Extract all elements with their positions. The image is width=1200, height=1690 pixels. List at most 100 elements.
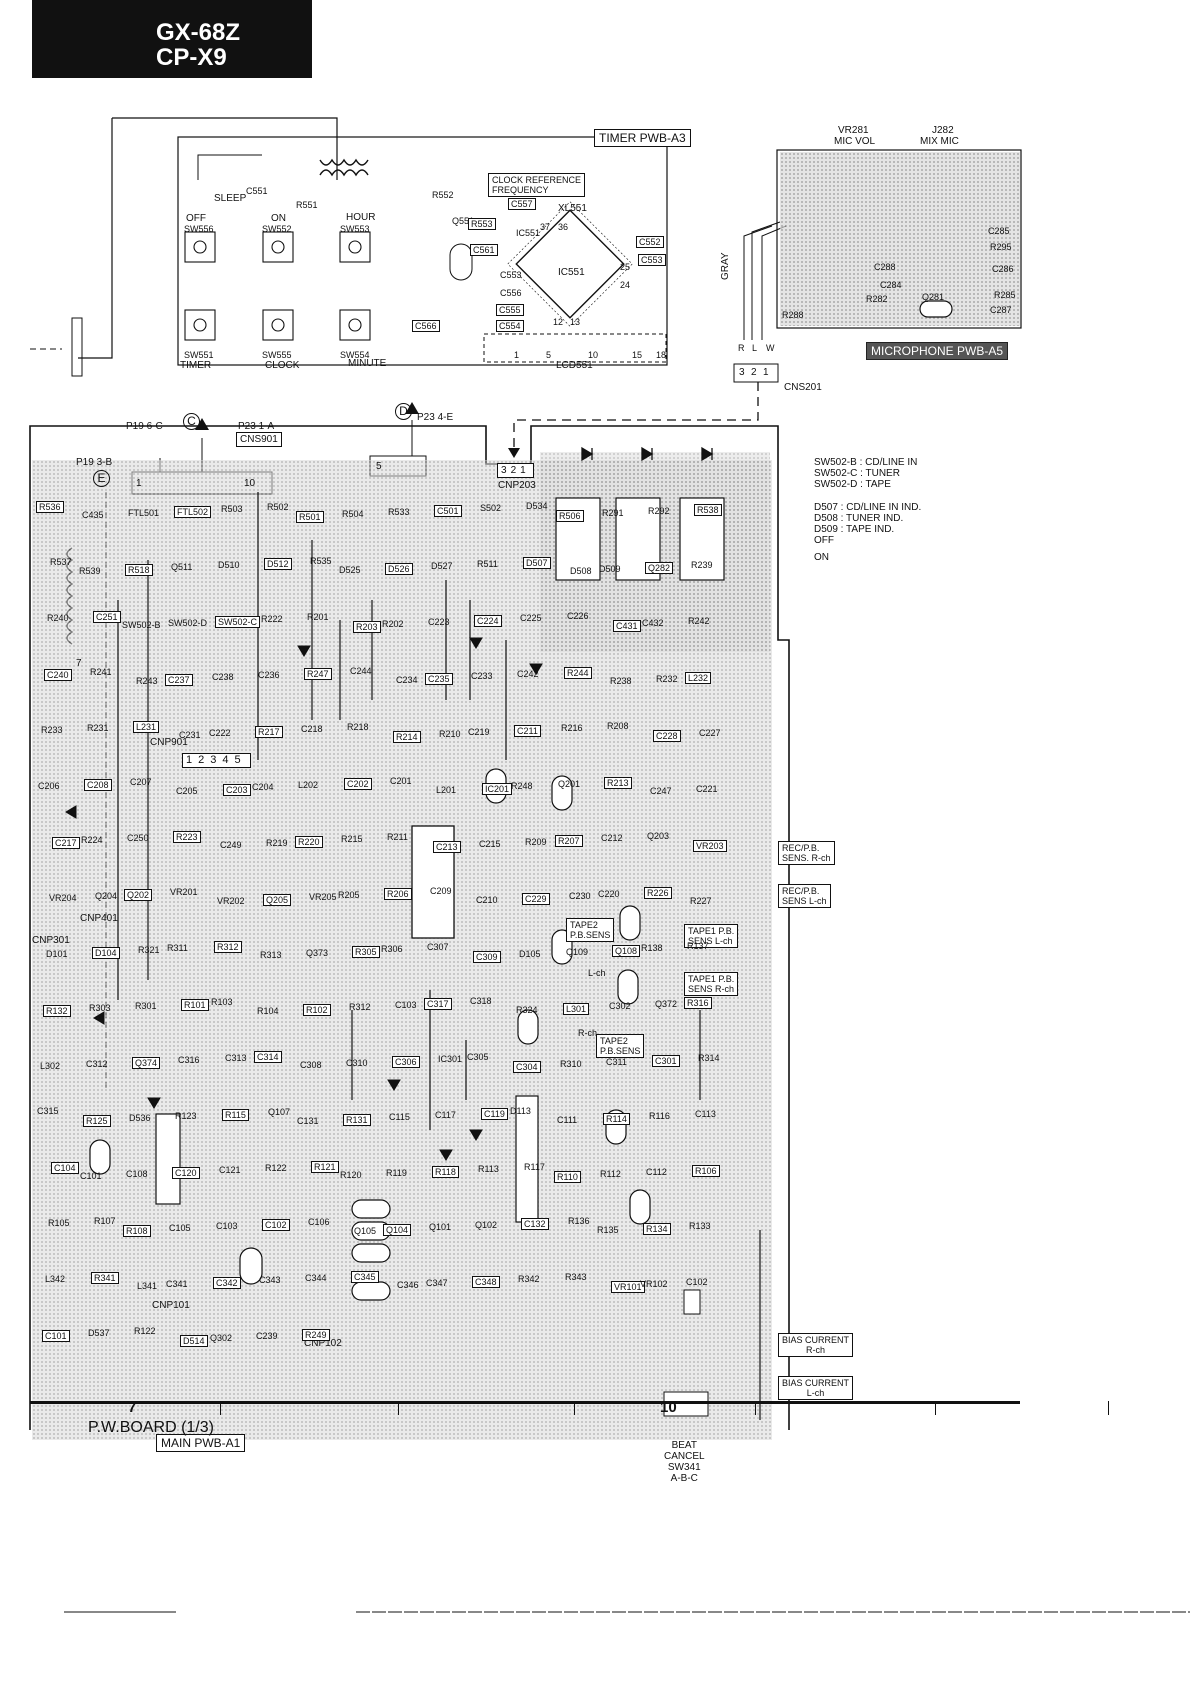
gray-wire-label: GRAY xyxy=(720,252,731,280)
arrow-c xyxy=(195,418,209,430)
component-label: R238 xyxy=(610,676,632,686)
footer-tick xyxy=(935,1401,936,1415)
component-label: IC301 xyxy=(438,1054,463,1064)
switch-label: SW552 xyxy=(262,224,292,234)
component-label: C306 xyxy=(392,1056,420,1068)
cns201-label: CNS201 xyxy=(784,382,822,393)
component-label: C286 xyxy=(992,264,1014,274)
component-label: IC201 xyxy=(482,783,513,795)
component-label: C103 xyxy=(216,1221,238,1231)
component-label: FTL502 xyxy=(174,506,212,518)
switch-label: SW554 xyxy=(340,350,370,360)
component-label: S502 xyxy=(480,503,502,513)
footer-column-7: 7 xyxy=(128,1399,137,1416)
component-label: R217 xyxy=(255,726,283,738)
wire-letter: R xyxy=(738,343,745,353)
switch-label: SW551 xyxy=(184,350,214,360)
callout-tape1-l: TAPE1 P.B.SENS L-ch xyxy=(684,924,739,948)
main-board-outline xyxy=(29,425,790,1430)
pin-10: 10 xyxy=(244,478,256,489)
component-label: C131 xyxy=(297,1116,319,1126)
hour-label: HOUR xyxy=(346,212,376,223)
mic-board-copper xyxy=(780,152,1020,326)
mic-wire-2 xyxy=(743,225,773,340)
component-label: R209 xyxy=(525,837,547,847)
component-label: R211 xyxy=(387,832,408,842)
vr281-label: VR281 xyxy=(838,125,869,136)
rch-label: R-ch xyxy=(578,1028,598,1038)
component-label: Q101 xyxy=(429,1222,452,1232)
component-label: D534 xyxy=(526,501,548,511)
component-label: C102 xyxy=(686,1277,708,1287)
component-label: Q282 xyxy=(645,562,674,574)
component-label: D536 xyxy=(129,1113,151,1123)
component-label: L302 xyxy=(40,1061,61,1071)
component-label: R312 xyxy=(349,1002,371,1012)
component-label: C552 xyxy=(636,236,664,248)
component-label: C229 xyxy=(522,893,550,905)
component-label: R553 xyxy=(468,218,496,230)
component-label: C228 xyxy=(653,730,681,742)
component-label: R285 xyxy=(994,290,1016,300)
component-label: Q205 xyxy=(263,894,292,906)
footer-tick xyxy=(1108,1401,1109,1415)
component-label: R122 xyxy=(134,1326,156,1336)
component-label: Q108 xyxy=(612,945,641,957)
transistor-ovals xyxy=(89,300,953,1301)
component-label: C343 xyxy=(259,1275,281,1285)
component-label: C288 xyxy=(874,262,896,272)
component-label: VR203 xyxy=(693,840,727,852)
pin-label: 1 xyxy=(514,350,520,360)
component-label: C108 xyxy=(126,1169,148,1179)
component-label: Q105 xyxy=(354,1226,377,1236)
component-label: R214 xyxy=(393,731,421,743)
component-label: C219 xyxy=(468,727,490,737)
component-label: C218 xyxy=(301,724,323,734)
footer-tick xyxy=(220,1401,221,1415)
mic-wire-3 xyxy=(761,225,787,340)
component-label: C236 xyxy=(258,670,280,680)
component-label: D512 xyxy=(264,558,292,570)
callout-beat-cancel: BEAT CANCEL SW341 A-B-C xyxy=(664,1440,705,1484)
component-label: C212 xyxy=(601,833,623,843)
component-label: C311 xyxy=(606,1057,627,1067)
component-label: R343 xyxy=(565,1272,587,1282)
component-label: R282 xyxy=(866,294,888,304)
component-label: C211 xyxy=(514,725,541,737)
component-label: R203 xyxy=(353,621,381,633)
component-label: R511 xyxy=(477,559,498,569)
pin-label: 25 xyxy=(620,262,631,272)
component-label: C102 xyxy=(262,1219,290,1231)
component-label: C285 xyxy=(988,226,1010,236)
component-label: R222 xyxy=(261,614,283,624)
component-label: D508 xyxy=(570,566,592,576)
component-label: R219 xyxy=(266,838,288,848)
component-label: C225 xyxy=(520,613,542,623)
component-label: R115 xyxy=(222,1109,249,1121)
component-label: R102 xyxy=(303,1004,331,1016)
wire-sleep xyxy=(197,154,262,180)
pin-label: 36 xyxy=(558,222,569,232)
component-label: Q372 xyxy=(655,999,678,1009)
component-label: R119 xyxy=(386,1168,407,1178)
component-label: R110 xyxy=(554,1171,581,1183)
cnp901-label: CNP901 xyxy=(150,737,188,748)
component-label: R215 xyxy=(341,834,363,844)
component-label: C244 xyxy=(350,666,372,676)
component-label: R202 xyxy=(382,619,404,629)
component-label: SW502-C xyxy=(215,616,261,628)
component-label: R310 xyxy=(560,1059,582,1069)
component-label: R242 xyxy=(688,616,710,626)
component-label: D526 xyxy=(385,563,413,575)
component-label: C304 xyxy=(513,1061,541,1073)
j282-label: J282 xyxy=(932,125,954,136)
mic-vol-label: MIC VOL xyxy=(834,136,876,147)
component-label: IC551 xyxy=(516,228,541,238)
component-label: R114 xyxy=(603,1113,630,1125)
component-label: C556 xyxy=(500,288,522,298)
component-label: D509 xyxy=(599,564,621,574)
component-label: C251 xyxy=(93,611,121,623)
component-label: R213 xyxy=(604,777,632,789)
